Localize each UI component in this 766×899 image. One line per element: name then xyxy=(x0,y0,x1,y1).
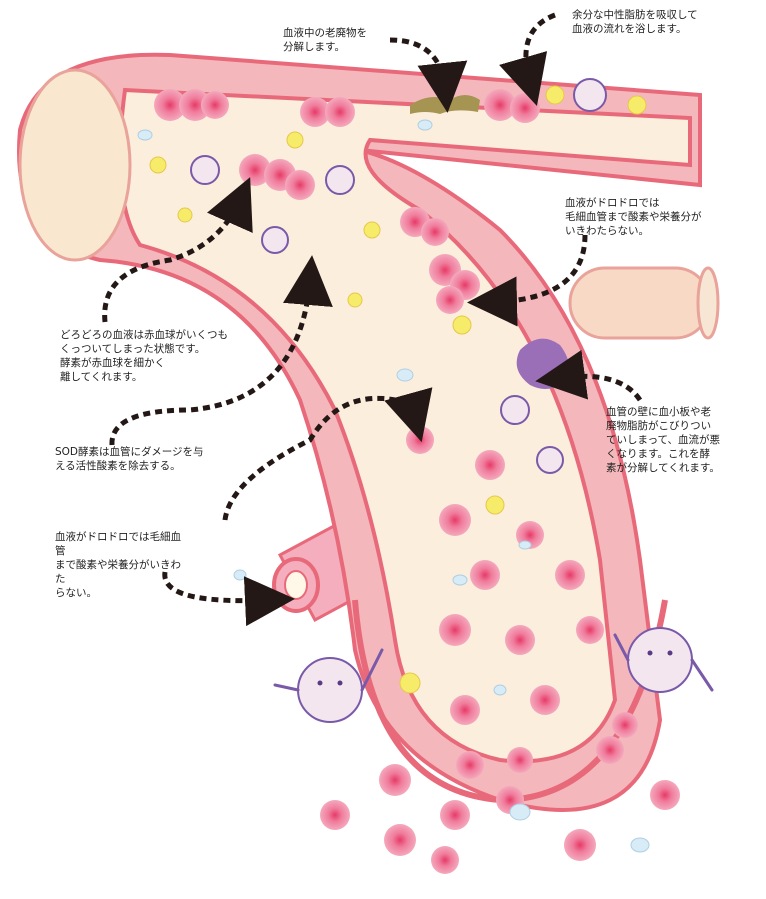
enzyme-faces xyxy=(317,650,673,686)
caption-sod-enzyme: SOD酵素は血管にダメージを与 える活性酸素を除去する。 xyxy=(55,446,204,472)
caption-red-cell-clumping: どろどろの血液は赤血球がいくつも くっついてしまった状態です。 酵素が赤血球を細… xyxy=(60,329,228,383)
caption-wall-deposit: 血管の壁に血小板や老 廃物脂肪がこびりつい ていしまって、血流が悪 くなります。… xyxy=(606,406,721,474)
caption-fat-absorption: 余分な中性脂肪を吸収して 血液の流れを浴します。 xyxy=(572,9,698,35)
enzyme-arms xyxy=(273,633,714,692)
caption-waste-decomposition: 血液中の老廃物を 分解します。 xyxy=(283,27,367,53)
enzyme-characters xyxy=(190,78,693,723)
annotation-arrows xyxy=(102,12,643,627)
caption-capillary-bottom: 血液がドロドロでは毛細血管 まで酸素や栄養分がいきわた らない。 xyxy=(55,531,181,599)
caption-capillary-top: 血液がドロドロでは 毛細血管まで酸素や栄養分が いきわたらない。 xyxy=(565,197,702,237)
waste-particles xyxy=(137,119,650,853)
fat-globules xyxy=(149,85,647,694)
right-capillary-branch xyxy=(568,266,720,340)
